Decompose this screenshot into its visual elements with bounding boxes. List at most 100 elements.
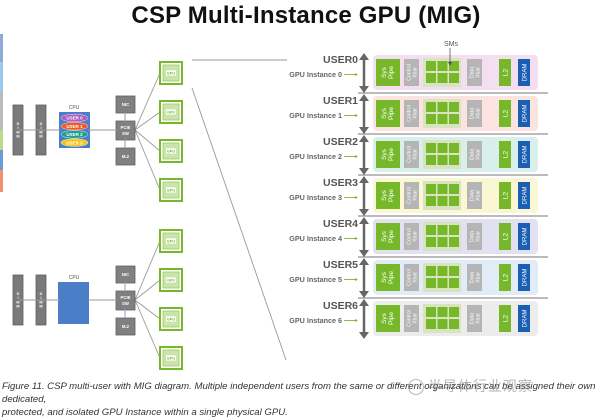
bracket-arrow-down <box>359 332 369 339</box>
dram-label: DRAM <box>522 105 528 123</box>
pcie-switch-label: SW <box>122 301 130 306</box>
gpu-label: GPU <box>167 150 175 154</box>
sys-pipe-label: Sys <box>381 107 388 119</box>
data-xbar-block <box>467 141 482 168</box>
dimm-label-char: M <box>39 130 42 134</box>
sys-pipe-label: Sys <box>381 312 388 324</box>
left-edge-strip <box>0 34 3 62</box>
gpu-label-bg <box>166 277 176 283</box>
l2-label: L2 <box>502 151 509 159</box>
gpu-chip: GPU <box>159 229 183 253</box>
control-xbar-label: Xbar <box>413 190 419 201</box>
sm-block <box>449 184 459 194</box>
user-label: USER3 <box>323 177 358 189</box>
gpu-chip: GPU <box>159 61 183 85</box>
sys-pipe-label: Pipe <box>388 271 395 284</box>
control-xbar-label: Control <box>407 310 413 327</box>
pcie-gpu-link <box>134 129 161 191</box>
control-xbar-block <box>404 59 419 86</box>
dram-label: DRAM <box>522 310 528 328</box>
dimm-label-char: D <box>40 122 43 126</box>
gpu-label: GPU <box>167 111 175 115</box>
gpu-label: GPU <box>167 240 175 244</box>
bracket-arrow-down <box>359 250 369 257</box>
gpu-instance-label: GPU Instance 4 <box>289 234 342 243</box>
control-xbar-label: Xbar <box>413 272 419 283</box>
data-xbar-label: Data <box>470 67 476 78</box>
data-xbar-block <box>467 223 482 250</box>
l2-block <box>499 182 511 209</box>
sm-block <box>426 143 436 153</box>
sm-block <box>449 155 459 165</box>
bracket-arrow-down <box>359 209 369 216</box>
gpu-label-bg <box>166 70 176 76</box>
l2-label-group: L2 <box>502 69 509 77</box>
control-xbar-label: Control <box>407 105 413 122</box>
data-xbar-label: Xbar <box>476 149 482 160</box>
sm-block <box>437 73 448 83</box>
control-xbar-block <box>404 182 419 209</box>
sm-block <box>426 237 436 247</box>
gpu-chip: GPU <box>159 307 183 331</box>
dram-label-group: DRAM <box>522 146 528 164</box>
sm-block <box>437 61 448 71</box>
bracket-arrow-up <box>359 299 369 306</box>
watermark-text: 半导体行业观察 <box>428 378 533 394</box>
sys-pipe-label: Pipe <box>388 230 395 243</box>
sm-block <box>426 73 436 83</box>
dimm-label-char: M <box>16 300 19 304</box>
bracket-arrow-up <box>359 135 369 142</box>
dram-label: DRAM <box>522 64 528 82</box>
dram-label: DRAM <box>522 187 528 205</box>
data-xbar-label: Data <box>470 313 476 324</box>
sm-block <box>449 196 459 206</box>
data-xbar-label: Xbar <box>476 67 482 78</box>
bracket-arrow-down <box>359 168 369 175</box>
dram-block <box>518 182 530 209</box>
l2-block <box>499 305 511 332</box>
instance-arrow-head <box>355 114 358 117</box>
l2-label: L2 <box>502 315 509 323</box>
l2-block <box>499 59 511 86</box>
sm-block <box>426 266 436 276</box>
instance-arrow-head <box>355 196 358 199</box>
dimm-label-char: I <box>17 126 18 130</box>
sys-pipe-block <box>376 141 400 168</box>
wechat-icon <box>408 379 424 396</box>
zoom-line-bottom <box>191 87 287 361</box>
l2-block <box>499 264 511 291</box>
data-xbar-label: Xbar <box>476 313 482 324</box>
bracket-arrow-down <box>359 86 369 93</box>
pcie-gpu-link <box>134 72 161 131</box>
sm-block <box>437 196 448 206</box>
nic-label: NIC <box>122 102 129 107</box>
dimm-label-char: D <box>40 292 43 296</box>
control-xbar-block <box>404 100 419 127</box>
gpu-instance-label: GPU Instance 5 <box>289 275 342 284</box>
cpu-block <box>58 282 89 324</box>
l2-label-group: L2 <box>502 274 509 282</box>
data-xbar-block <box>467 59 482 86</box>
bracket-arrow-up <box>359 176 369 183</box>
l2-label: L2 <box>502 233 509 241</box>
sm-block <box>437 143 448 153</box>
sys-pipe-label: Pipe <box>388 66 395 79</box>
sm-block <box>426 155 436 165</box>
sys-pipe-label: Pipe <box>388 312 395 325</box>
cpu-user-label: USER 2 <box>66 132 83 137</box>
sm-block <box>449 237 459 247</box>
control-xbar-label: Xbar <box>413 313 419 324</box>
dram-block <box>518 100 530 127</box>
data-xbar-label: Xbar <box>476 272 482 283</box>
gpu-instance-label: GPU Instance 0 <box>289 70 342 79</box>
control-xbar-label: Control <box>407 228 413 245</box>
data-xbar-label: Xbar <box>476 108 482 119</box>
dimm-label-char: D <box>17 292 20 296</box>
